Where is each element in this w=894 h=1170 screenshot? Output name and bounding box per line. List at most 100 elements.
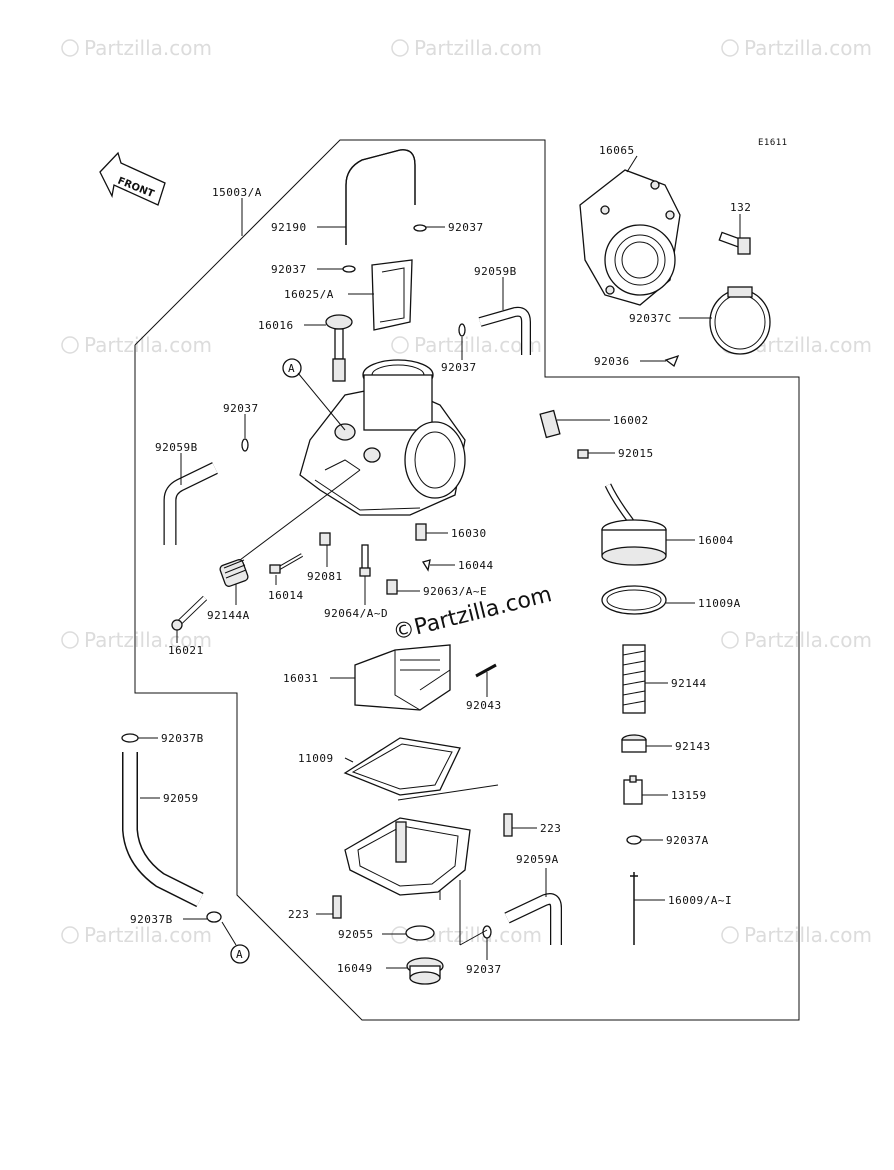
spring-92144 [622, 644, 646, 714]
needle-16009 [630, 872, 638, 945]
svg-text:A: A [288, 362, 295, 375]
label-132: 132 [730, 201, 751, 214]
diagram-code: E1611 [758, 138, 788, 148]
part-92036 [664, 354, 680, 368]
label-92059B: 92059B [155, 441, 198, 454]
label-92015: 92015 [618, 447, 654, 460]
bolt-132 [718, 231, 751, 255]
watermark: Partzilla.com [61, 628, 212, 652]
screw-16021 [171, 595, 208, 631]
label-92037: 92037 [441, 361, 477, 374]
label-11009A: 11009A [698, 597, 741, 610]
label-92190: 92190 [271, 221, 307, 234]
label-92037: 92037 [223, 402, 259, 415]
label-92043: 92043 [466, 699, 502, 712]
label-92037: 92037 [448, 221, 484, 234]
screw-223 [332, 895, 342, 919]
label-92037: 92037 [271, 263, 307, 276]
label-92143: 92143 [675, 740, 711, 753]
svg-text:Partzilla.com: Partzilla.com [84, 36, 212, 60]
label-16065: 16065 [599, 144, 635, 157]
svg-text:Partzilla.com: Partzilla.com [744, 628, 872, 652]
clip-92037 [413, 224, 427, 232]
part-16044 [421, 559, 431, 572]
reference-marker-a: A [282, 358, 302, 378]
label-16009: 16009/A~I [668, 894, 732, 907]
front-arrow-icon: FRONT [99, 151, 166, 206]
cap-16004 [601, 483, 667, 566]
jet-92063 [386, 579, 398, 595]
watermark: Partzilla.com [721, 923, 872, 947]
label-92037C: 92037C [629, 312, 672, 325]
intake-manifold-16065 [579, 169, 681, 306]
label-92081: 92081 [307, 570, 343, 583]
cover-16025A [371, 259, 413, 331]
part-13159 [623, 775, 643, 805]
label-16049: 16049 [337, 962, 373, 975]
clip-92037 [458, 323, 466, 337]
float-bowl [344, 817, 471, 900]
svg-text:Partzilla.com: Partzilla.com [744, 923, 872, 947]
carburetor-body [299, 359, 466, 516]
svg-text:Partzilla.com: Partzilla.com [84, 333, 212, 357]
label-16031: 16031 [283, 672, 319, 685]
svg-text:Partzilla.com: Partzilla.com [84, 628, 212, 652]
gasket-11009 [343, 737, 461, 796]
jet-92064 [359, 544, 371, 577]
cap-92143 [621, 734, 647, 753]
clip-92037 [241, 438, 249, 452]
needle-16014 [269, 553, 303, 574]
part-92015 [577, 449, 589, 459]
watermark-layer: Partzilla.com Partzilla.com Partzilla.co… [61, 36, 872, 947]
label-92037A: 92037A [666, 834, 709, 847]
leader-lines [138, 155, 741, 969]
label-92055: 92055 [338, 928, 374, 941]
label-92037B: 92037B [161, 732, 204, 745]
clip-92037B [206, 911, 222, 923]
label-16014: 16014 [268, 589, 304, 602]
watermark: Partzilla.com [721, 628, 872, 652]
label-15003A: 15003/A [212, 186, 262, 199]
float-16031 [354, 644, 451, 711]
label-16044: 16044 [458, 559, 494, 572]
pin-92043 [475, 663, 497, 678]
watermark: Partzilla.com [721, 36, 872, 60]
spring-92081 [319, 532, 331, 546]
clip-92037B [121, 733, 139, 743]
svg-text:Partzilla.com: Partzilla.com [84, 923, 212, 947]
svg-text:Partzilla.com: Partzilla.com [744, 36, 872, 60]
assembly-outline [134, 139, 800, 1021]
clamp-92037C [709, 286, 771, 355]
label-13159: 13159 [671, 789, 707, 802]
reference-marker-a: A [230, 944, 250, 964]
label-92059: 92059 [163, 792, 199, 805]
label-16004: 16004 [698, 534, 734, 547]
screw-223 [503, 813, 513, 837]
watermark: Partzilla.com [61, 923, 212, 947]
label-92037: 92037 [466, 963, 502, 976]
spring-92144A [219, 559, 249, 587]
adjuster-screw-16016 [325, 314, 353, 382]
watermark: Partzilla.com [391, 333, 542, 357]
label-92063: 92063/A~E [423, 585, 487, 598]
part-labels: 15003/A 92190 92037 92037 16025/A 16016 … [130, 144, 751, 976]
label-92144: 92144 [671, 677, 707, 690]
drain-plug-16049 [406, 957, 444, 985]
watermark: Partzilla.com [61, 333, 212, 357]
label-16021: 16021 [168, 644, 204, 657]
label-92037B: 92037B [130, 913, 173, 926]
label-223: 223 [288, 908, 309, 921]
label-16016: 16016 [258, 319, 294, 332]
label-16025A: 16025/A [284, 288, 334, 301]
label-92064: 92064/A~D [324, 607, 388, 620]
label-92059A: 92059A [516, 853, 559, 866]
jet-16030 [415, 523, 427, 541]
label-92036: 92036 [594, 355, 630, 368]
svg-text:Partzilla.com: Partzilla.com [414, 36, 542, 60]
label-16002: 16002 [613, 414, 649, 427]
part-16002 [539, 409, 561, 439]
label-223: 223 [540, 822, 561, 835]
label-92144A: 92144A [207, 609, 250, 622]
clip-92037A [626, 835, 642, 845]
